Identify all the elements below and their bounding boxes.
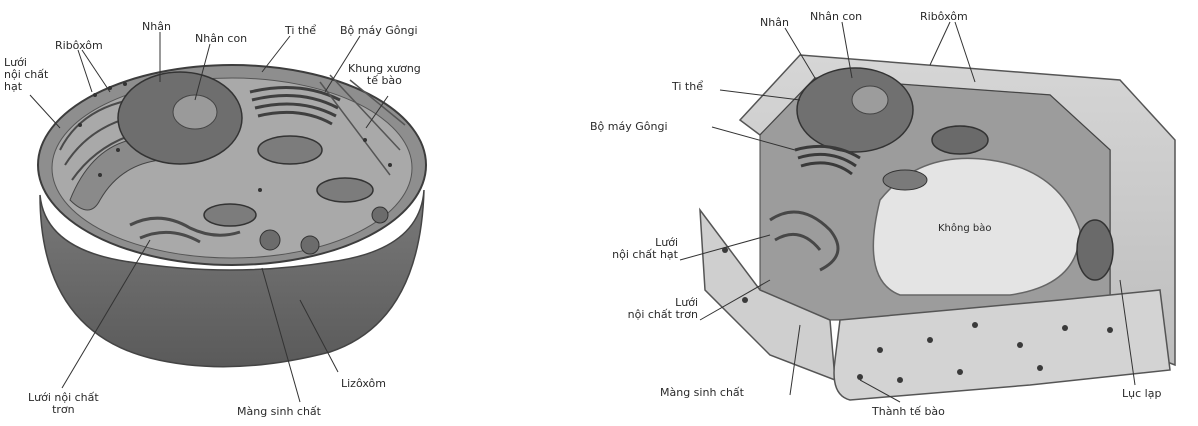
animal-cell: [30, 32, 426, 402]
animal-label-ti-the: Ti thể: [285, 25, 316, 37]
animal-label-khung-xuong: Khung xương tế bào: [348, 63, 421, 87]
plant-chloroplast-2: [932, 126, 988, 154]
animal-lysosome-2: [372, 207, 388, 223]
animal-nucleolus: [173, 95, 217, 129]
animal-mitochondrion: [258, 136, 322, 164]
animal-label-lizoxom: Lizôxôm: [341, 378, 386, 390]
plant-chloroplast: [1077, 220, 1113, 280]
plant-label-khong-bao: Không bào: [938, 223, 991, 235]
animal-mitochondrion-3: [204, 204, 256, 226]
animal-label-mang-sinh-chat: Màng sinh chất: [237, 406, 321, 418]
plant-nucleus: [797, 68, 913, 152]
plant-cell: [680, 22, 1175, 402]
animal-label-nhan-con: Nhân con: [195, 33, 247, 45]
animal-lysosome: [260, 230, 280, 250]
animal-lysosome-3: [301, 236, 319, 254]
plant-mitochondrion: [883, 170, 927, 190]
plant-label-luc-lap: Lục lạp: [1122, 388, 1161, 400]
plant-label-mang-sinh-chat: Màng sinh chất: [660, 387, 744, 399]
animal-label-smooth-er: Lưới nội chất trơn: [28, 392, 99, 416]
plant-label-ti-the: Ti thể: [672, 81, 703, 93]
plant-label-rough-er: Lưới nội chất hạt: [578, 237, 678, 261]
animal-label-bo-may-gongi: Bộ máy Gôngi: [340, 25, 418, 37]
plant-label-thanh-te-bao: Thành tế bào: [872, 406, 945, 418]
plant-label-smooth-er: Lưới nội chất trơn: [578, 297, 698, 321]
animal-label-rough-er: Lưới nội chất hạt: [4, 57, 48, 93]
plant-nucleolus: [852, 86, 888, 114]
plant-label-nhan-con: Nhân con: [810, 11, 862, 23]
animal-label-nhan: Nhân: [142, 21, 171, 33]
plant-label-bo-may-gongi: Bộ máy Gôngi: [590, 121, 668, 133]
animal-mitochondrion-2: [317, 178, 373, 202]
animal-label-riboxom: Ribôxôm: [55, 40, 103, 52]
plant-label-nhan: Nhân: [760, 17, 789, 29]
plant-label-riboxom: Ribôxôm: [920, 11, 968, 23]
